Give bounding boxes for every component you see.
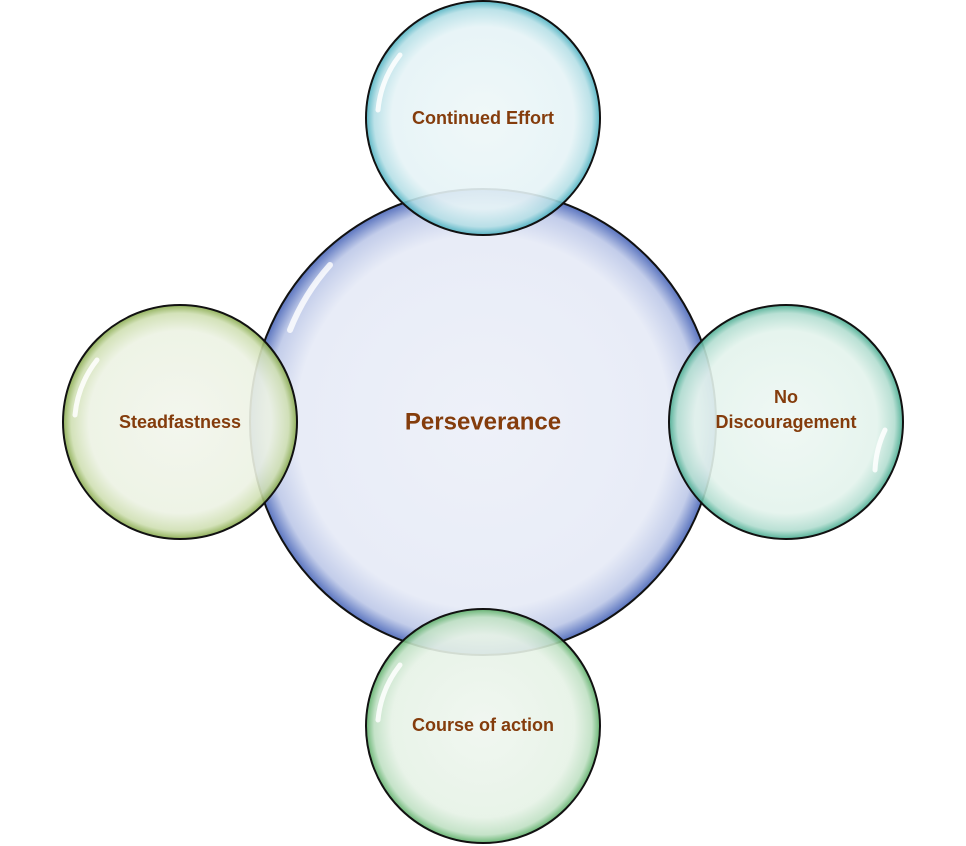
satellite-left-shine (72, 357, 100, 418)
satellite-left (62, 304, 298, 540)
center-shine (287, 262, 333, 333)
satellite-left-label: Steadfastness (119, 412, 241, 432)
satellite-right-label-line1: No (774, 387, 798, 407)
satellite-right-bubble (668, 304, 904, 540)
satellite-top-shine (375, 52, 403, 113)
satellite-top (365, 0, 601, 236)
satellite-bottom-shine (375, 662, 403, 723)
satellite-bottom (365, 608, 601, 844)
satellite-right-shine (872, 427, 888, 473)
satellite-top-bubble (365, 0, 601, 236)
satellite-top-label: Continued Effort (412, 108, 554, 128)
satellite-bottom-label: Course of action (412, 715, 554, 735)
center-label: Perseverance (405, 408, 561, 435)
satellite-left-bubble (62, 304, 298, 540)
satellite-bottom-bubble (365, 608, 601, 844)
satellite-right (668, 304, 904, 540)
satellite-right-label-line2: Discouragement (715, 412, 856, 432)
